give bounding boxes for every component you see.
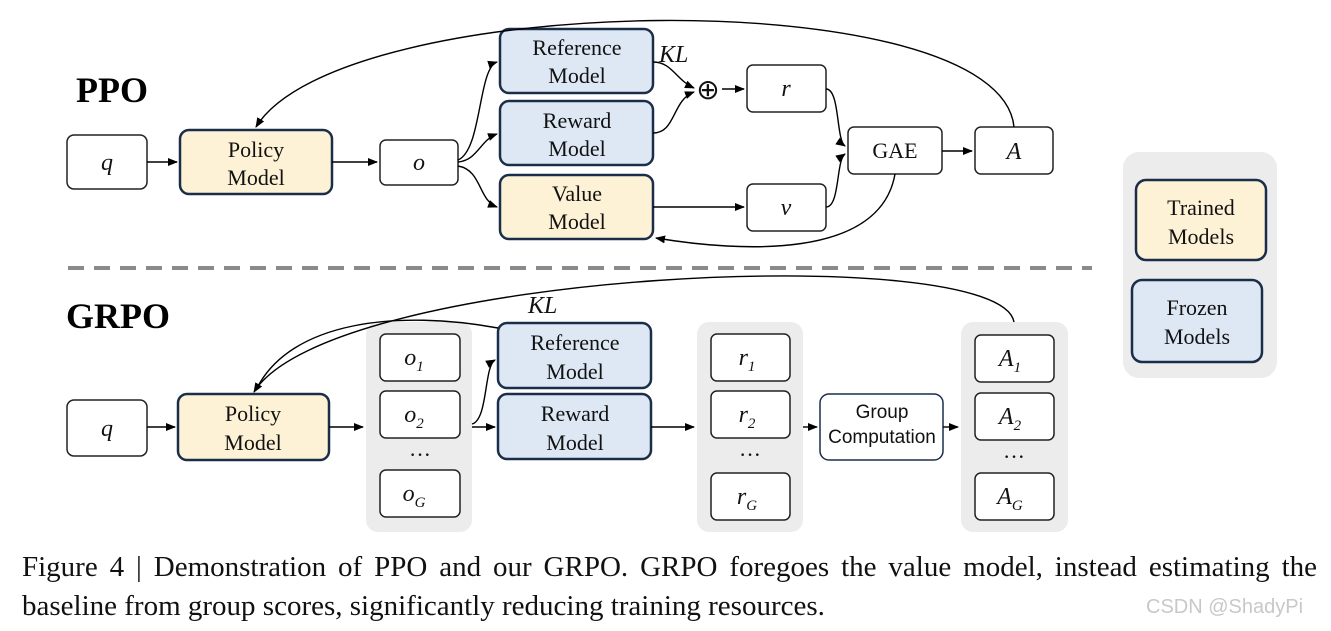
- ppo-arrows: [147, 19, 1015, 248]
- grpo-reference-label-2: Model: [546, 359, 603, 384]
- grpo-policy-label-1: Policy: [225, 401, 281, 426]
- grpo-o2-box: [379, 390, 461, 439]
- legend-frozen-label-2: Models: [1164, 324, 1230, 349]
- grpo-o2-label: o2: [404, 402, 424, 432]
- ppo-r-label: r: [781, 76, 791, 102]
- legend-trained-label-1: Trained: [1167, 195, 1235, 220]
- grpo-reward-label-1: Reward: [541, 401, 609, 426]
- grpo-policy-label-2: Model: [224, 430, 281, 455]
- grpo-rG-label: rG: [737, 484, 757, 514]
- ppo-reference-label-1: Reference: [532, 35, 621, 60]
- grpo-o-dots: ···: [409, 442, 431, 467]
- ppo-policy-label-2: Model: [227, 165, 284, 190]
- grpo-q-label: q: [101, 416, 113, 442]
- grpo-a2-box: [974, 392, 1055, 441]
- grpo-aG-label: AG: [995, 484, 1023, 514]
- grpo-a-dots: ···: [1003, 444, 1025, 469]
- grpo-r1-box: [710, 333, 791, 382]
- ppo-o-label: o: [413, 150, 425, 176]
- grpo-a1-label: A1: [997, 346, 1021, 376]
- grpo-r-dots: ···: [739, 442, 761, 467]
- ppo-gae-label: GAE: [872, 138, 917, 163]
- grpo-group-label-1: Group: [856, 402, 909, 423]
- ppo-value-label-2: Model: [548, 209, 605, 234]
- grpo-kl-label: KL: [527, 293, 557, 319]
- ppo-v-label: v: [781, 195, 792, 221]
- ppo-diagram: q Policy Model o Reference Model Reward …: [66, 19, 1054, 248]
- ppo-a-label: A: [1005, 139, 1022, 165]
- grpo-o1-label: o1: [404, 345, 424, 375]
- grpo-oG-label: oG: [403, 481, 426, 511]
- legend-trained-swatch: [1134, 178, 1268, 262]
- grpo-q-box: [66, 399, 148, 457]
- grpo-oG-box: [379, 469, 461, 518]
- grpo-rG-box: [710, 472, 791, 521]
- grpo-arrows: [147, 275, 1015, 431]
- grpo-reward-label-2: Model: [546, 430, 603, 455]
- grpo-reference-label-1: Reference: [530, 330, 619, 355]
- legend-trained-label-2: Models: [1168, 224, 1234, 249]
- grpo-group-label-2: Computation: [828, 427, 936, 448]
- legend-frozen-swatch: [1130, 278, 1264, 364]
- grpo-r2-label: r2: [739, 402, 756, 432]
- ppo-o-box: [379, 139, 459, 186]
- legend: Trained Models Frozen Models: [1123, 152, 1277, 378]
- grpo-title: GRPO: [66, 296, 170, 336]
- ppo-reward-label-1: Reward: [543, 108, 611, 133]
- grpo-o1-box: [379, 333, 461, 382]
- grpo-aG-box: [974, 472, 1055, 521]
- ppo-oplus: ⊕: [696, 73, 719, 106]
- grpo-r1-label: r1: [739, 345, 756, 375]
- grpo-a2-label: A2: [997, 404, 1022, 434]
- ppo-reference-label-2: Model: [548, 63, 605, 88]
- ppo-reference-model: [498, 27, 655, 95]
- grpo-diagram: q Policy Model o1 o2 ··· oG Reference Mo…: [66, 275, 1068, 532]
- ppo-title: PPO: [76, 70, 148, 110]
- watermark: CSDN @ShadyPi: [1146, 596, 1304, 618]
- grpo-reference-model: [496, 321, 653, 390]
- grpo-r2-box: [710, 390, 791, 439]
- legend-frozen-label-1: Frozen: [1166, 295, 1227, 320]
- ppo-policy-label-1: Policy: [228, 137, 284, 162]
- ppo-reward-label-2: Model: [548, 136, 605, 161]
- ppo-value-label-1: Value: [552, 181, 602, 206]
- figure-caption: Figure 4 | Demonstration of PPO and our …: [22, 551, 1317, 622]
- grpo-a1-box: [974, 334, 1055, 383]
- ppo-q-label: q: [101, 150, 113, 176]
